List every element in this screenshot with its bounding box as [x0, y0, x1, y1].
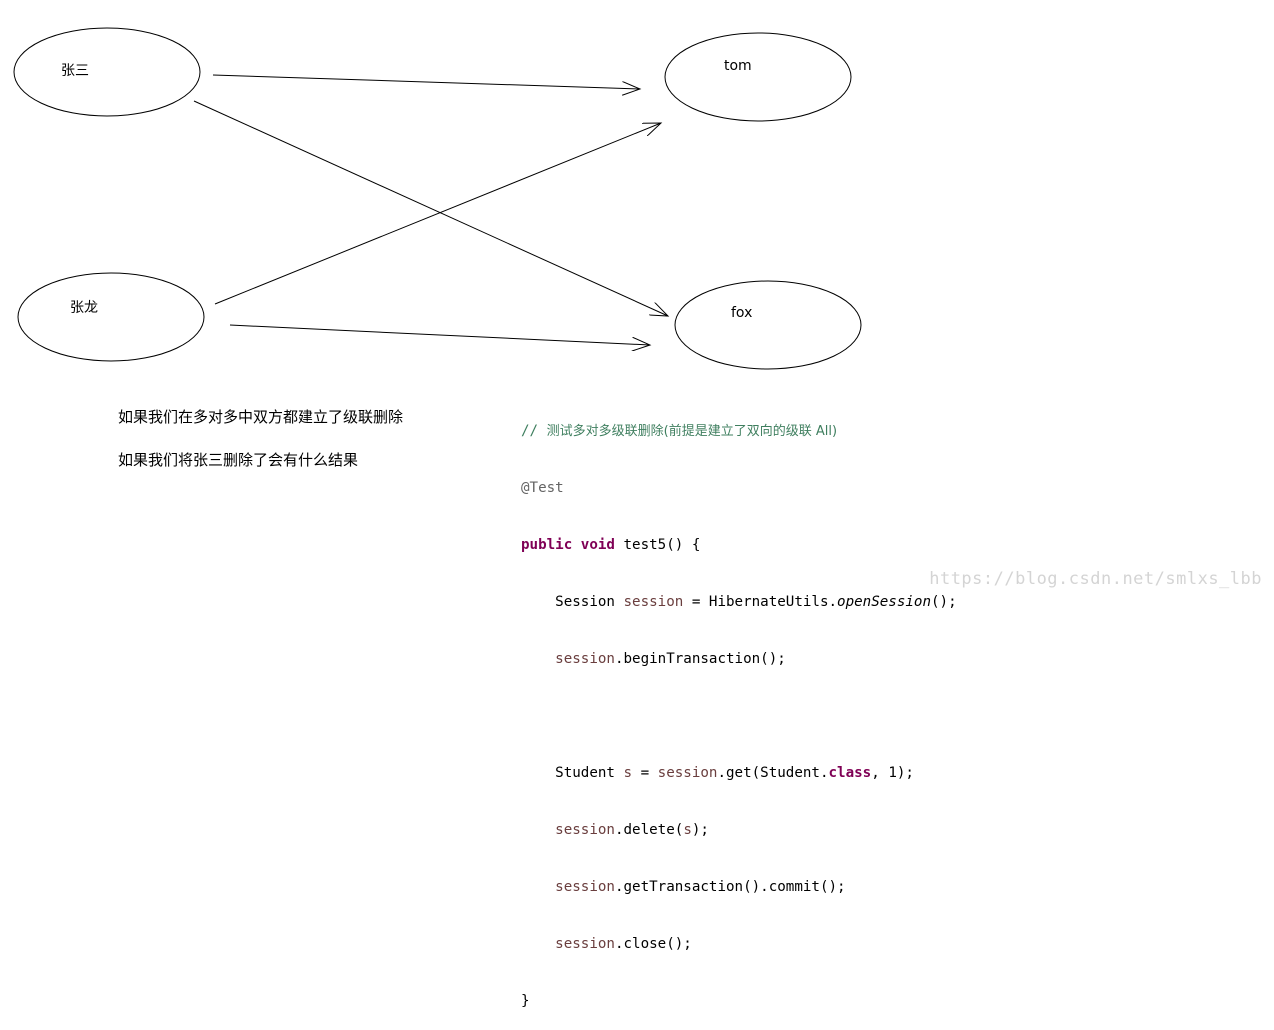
- code-l6-indent: Student: [521, 765, 624, 781]
- code-l3-indent: Session: [521, 594, 624, 610]
- code-l6-mid2: .get(Student.: [717, 765, 829, 781]
- node-fox-label: fox: [731, 305, 753, 321]
- code-l9-var: session: [555, 936, 615, 952]
- watermark: https://blog.csdn.net/smlxs_lbb: [929, 569, 1262, 589]
- code-line-annotation: @Test: [521, 479, 957, 498]
- node-tom-ellipse: [664, 32, 852, 122]
- edge-zhangsan-tom: [212, 74, 640, 89]
- code-line-6: Student s = session.get(Student.class, 1…: [521, 764, 957, 783]
- code-l4-var: session: [555, 651, 615, 667]
- code-l8-end: .getTransaction().commit();: [614, 879, 846, 895]
- code-l6-mid: =: [632, 765, 658, 781]
- code-line-blank: [521, 707, 957, 726]
- node-zhangsan-label: 张三: [61, 63, 89, 79]
- code-annotation: @Test: [521, 480, 564, 496]
- code-line-closing: }: [521, 992, 957, 1011]
- code-line-8: session.getTransaction().commit();: [521, 878, 957, 897]
- node-tom-label: tom: [724, 58, 752, 74]
- code-l3-mid: = HibernateUtils.: [683, 594, 838, 610]
- code-line-comment: // 测试多对多级联删除(前提是建立了双向的级联 All): [521, 422, 957, 441]
- code-l7-end: );: [691, 822, 709, 838]
- code-l3-var: session: [623, 594, 684, 610]
- code-method-sig: test5() {: [614, 537, 701, 553]
- node-zhanglong-ellipse: [17, 272, 205, 362]
- code-l7-var: session: [555, 822, 615, 838]
- code-l7-arg: s: [683, 822, 692, 838]
- code-l3-end: ();: [931, 594, 957, 610]
- code-l7-mid: .delete(: [614, 822, 684, 838]
- code-l9-end: .close();: [614, 936, 692, 952]
- node-zhangsan-ellipse: [13, 27, 201, 117]
- code-line-9: session.close();: [521, 935, 957, 954]
- code-comment-prefix: //: [521, 423, 547, 439]
- code-line-7: session.delete(s);: [521, 821, 957, 840]
- code-l6-var2: session: [657, 765, 718, 781]
- code-comment-text: 测试多对多级联删除(前提是建立了双向的级联 All): [546, 424, 838, 439]
- code-l6-end: , 1);: [871, 765, 914, 781]
- edge-zhanglong-tom: [214, 123, 661, 305]
- node-fox-ellipse: [674, 280, 862, 370]
- code-l6-kw-class: class: [828, 765, 872, 781]
- code-l4-end: .beginTransaction();: [614, 651, 786, 667]
- question-line-2: 如果我们将张三删除了会有什么结果: [118, 451, 359, 469]
- code-line-signature: public void test5() {: [521, 536, 957, 555]
- code-kw-void: void: [580, 537, 615, 553]
- edge-zhanglong-fox: [229, 324, 650, 345]
- code-closing-brace: }: [521, 993, 530, 1009]
- question-line-1: 如果我们在多对多中双方都建立了级联删除: [118, 408, 404, 426]
- code-line-3: Session session = HibernateUtils.openSes…: [521, 593, 957, 612]
- code-line-4: session.beginTransaction();: [521, 650, 957, 669]
- code-l6-var: s: [623, 765, 633, 781]
- code-snippet: // 测试多对多级联删除(前提是建立了双向的级联 All) @Test publ…: [521, 384, 957, 1030]
- edge-zhangsan-fox: [193, 100, 668, 316]
- code-l3-call: openSession: [837, 594, 932, 610]
- node-zhanglong-label: 张龙: [70, 300, 98, 316]
- relationship-diagram: [13, 27, 862, 370]
- code-l8-var: session: [555, 879, 615, 895]
- code-kw-public: public: [521, 537, 573, 553]
